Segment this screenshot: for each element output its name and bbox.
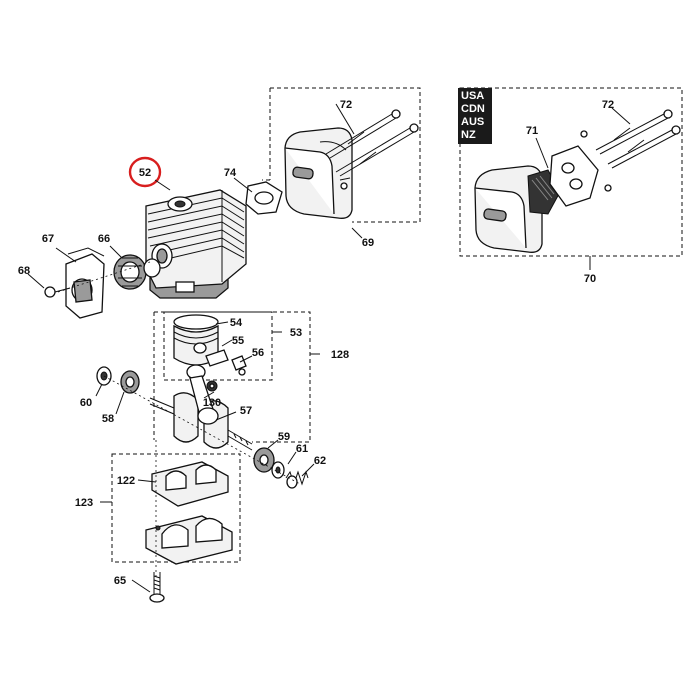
spring-part: [285, 470, 309, 489]
callout-69: 69: [362, 237, 374, 249]
piston-kit-bracket: [163, 311, 273, 381]
connecting-rod-part: [186, 364, 219, 425]
crankcase-screw-part: [149, 572, 165, 603]
right-seal-part: [271, 461, 285, 479]
crankcase-bracket: [111, 453, 241, 563]
muffler-bracket: [270, 87, 421, 223]
callout-57: 57: [240, 405, 252, 417]
piston-clip-part: [231, 355, 247, 376]
callout-128: 128: [331, 349, 349, 361]
crankcase-upper-part: [151, 461, 229, 507]
callout-55: 55: [232, 335, 244, 347]
callout-70: 70: [584, 273, 596, 285]
cylinder-part: [145, 189, 247, 299]
muffler-gasket: [245, 181, 283, 215]
callout-130: 130: [203, 397, 221, 409]
callout-60: 60: [80, 397, 92, 409]
muffler-bolts: [325, 109, 419, 177]
callout-66: 66: [98, 233, 110, 245]
region-label: NZ: [461, 129, 476, 141]
intake-flange-part: [65, 247, 105, 319]
muffler-part: [284, 127, 353, 219]
callout-59: 59: [278, 431, 290, 443]
region-label-box: USA CDN AUS NZ: [458, 88, 492, 144]
callout-61: 61: [296, 443, 308, 455]
right-bearing-part: [253, 447, 275, 473]
region-label: AUS: [461, 116, 485, 128]
regional-muffler-part: [474, 165, 543, 253]
crankshaft-group: [95, 364, 315, 489]
piston-kit-group: [153, 311, 320, 443]
callout-74: 74: [224, 167, 237, 179]
callout-56: 56: [252, 347, 264, 359]
spark-arrestor-cover: [549, 130, 612, 207]
regional-muffler-bolts: [595, 109, 681, 169]
callout-52: 52: [139, 167, 151, 179]
callout-67: 67: [42, 233, 54, 245]
region-label: CDN: [461, 103, 485, 115]
callout-65: 65: [114, 575, 126, 587]
intake-group: [27, 245, 161, 319]
callout-71: 71: [526, 125, 538, 137]
intake-screw-part: [44, 286, 71, 298]
muffler-assembly-group: [245, 87, 421, 239]
regional-muffler-bracket: [459, 87, 683, 257]
callout-72-regional: 72: [602, 99, 614, 111]
piston-pin-part: [205, 349, 229, 367]
intake-boot-part: [113, 254, 161, 290]
callout-122: 122: [117, 475, 135, 487]
callout-62: 62: [314, 455, 326, 467]
highlight-circle: [128, 156, 162, 188]
callout-68: 68: [18, 265, 30, 277]
callout-72-muffler: 72: [340, 99, 352, 111]
callout-54: 54: [230, 317, 243, 329]
region-label: USA: [461, 90, 485, 102]
crankcase-group: [100, 440, 241, 603]
callout-123: 123: [75, 497, 93, 509]
crank-kit-bracket: [154, 311, 311, 443]
needle-bearing-part: [206, 380, 218, 392]
regional-muffler-group: [459, 87, 683, 270]
callout-53: 53: [290, 327, 302, 339]
left-bearing-part: [120, 370, 140, 394]
crankcase-lower-part: [145, 515, 233, 565]
callout-58: 58: [102, 413, 114, 425]
